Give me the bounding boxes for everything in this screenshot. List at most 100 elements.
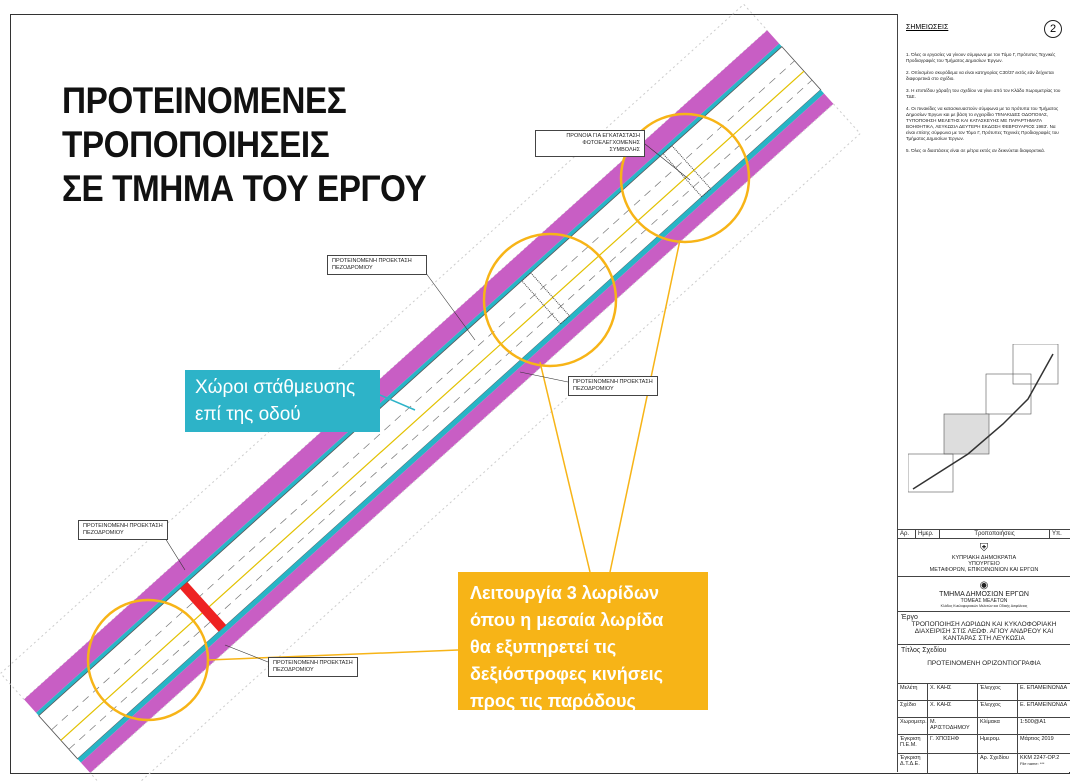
note: 2. Οπλισμένο σκυρόδεμα να είναι κατηγορί… (906, 70, 1054, 81)
ministry-block: ⛨ ΚΥΠΡΙΑΚΗ ΔΗΜΟΚΡΑΤΙΑ ΥΠΟΥΡΓΕΙΟ ΜΕΤΑΦΟΡΩ… (898, 539, 1070, 576)
leader-line (207, 649, 459, 661)
crossing (179, 581, 227, 632)
revision-header: Αρ. (898, 530, 916, 538)
cell: Ε. ΕΠΑΜΕΙΝΩΝΔΑ (1020, 685, 1068, 691)
key-map (908, 344, 1059, 493)
leader-line (539, 361, 591, 573)
cell: Μ. ΑΡΙΣΤΟΔΗΜΟΥ (928, 718, 978, 734)
sheet-number: 2 (1044, 20, 1062, 38)
cell (928, 754, 978, 774)
label-text: ΠΡΟΝΟΙΑ ΓΙΑ ΕΓΚΑΤΑΣΤΑΣΗ (566, 133, 640, 139)
department-logo-icon: ◉ (979, 580, 989, 591)
label-text: ΠΡΟΤΕΙΝΟΜΕΝΗ ΠΡΟΕΚΤΑΣΗ (573, 379, 653, 385)
file-name-label: File name: (1020, 761, 1039, 766)
lanes-callout: Λειτουργία 3 λωρίδων όπου η μεσαία λωρίδ… (458, 572, 708, 711)
centre-line (60, 70, 805, 741)
label-text: ΠΕΖΟΔΡΟΜΙΟΥ (83, 530, 124, 536)
note: 1. Όλες οι εργασίες να γίνουν σύμφωνα με… (906, 52, 1056, 63)
drawing-title-label: Τίτλος Σχεδίου (901, 647, 947, 654)
label-text: ΣΥΜΒΟΛΗΣ (609, 147, 640, 153)
department-text: Κλάδος Κυκλοφοριακών Μελετών και Οδικής … (940, 604, 1028, 608)
callout-text: Χώροι στάθμευσης (195, 377, 356, 398)
ministry-text: ΥΠΟΥΡΓΕΙΟ (968, 561, 1000, 567)
hatched-lots-bottom (89, 103, 861, 781)
callout-text: θα εξυπηρετεί τις (470, 637, 617, 657)
cell: Μελέτη (898, 684, 928, 700)
note: 3. Η επιπέδου χάραξη του σχεδίου να γίνε… (906, 88, 1061, 99)
signoff-row: Μελέτη Χ. ΚΑΗΣ Έλεγχος Ε. ΕΠΑΜΕΙΝΩΝΔΑ (898, 683, 1070, 700)
lane-line (51, 60, 795, 731)
cell: Έγκριση Π.Ε.Μ. (898, 735, 928, 753)
file-name: *** (1039, 761, 1045, 766)
label-leader (224, 644, 269, 663)
revision-header: Υπ. (1052, 531, 1062, 537)
parking-callout: Χώροι στάθμευσης επί της οδού (185, 370, 380, 432)
project-name: ΤΡΟΠΟΠΟΙΗΣΗ ΛΩΡΙΔΩΝ ΚΑΙ ΚΥΚΛΟΦΟΡΙΑΚΗ ΔΙΑ… (911, 621, 1057, 642)
label-text: ΦΩΤΟΕΛΕΓΧΟΜΕΝΗΣ (582, 140, 640, 146)
signoff-row: Σχέδιο Χ. ΚΑΗΣ Έλεγχος Ε. ΕΠΑΜΕΙΝΩΝΔΑ (898, 700, 1070, 717)
title-block: Αρ. Ημερ. Τροποποιήσεις Υπ. ⛨ ΚΥΠΡΙΑΚΗ Δ… (898, 529, 1070, 774)
cell: Μάρτιος 2019 (1020, 736, 1054, 742)
drawing-title: ΠΡΟΤΕΙΝΟΜΕΝΗ ΟΡΙΖΟΝΤΙΟΓΡΑΦΙΑ (927, 660, 1041, 667)
ministry-text: ΚΥΠΡΙΑΚΗ ΔΗΜΟΚΡΑΤΙΑ (951, 555, 1017, 561)
cycle-lane-bottom (77, 89, 825, 763)
label-text: ΠΕΖΟΔΡΟΜΙΟΥ (273, 667, 314, 673)
callout-text: προς τις παρόδους (470, 691, 636, 711)
sidewalk-label: ΠΡΟΤΕΙΝΟΜΕΝΗ ΠΡΟΕΚΤΑΣΗ ΠΕΖΟΔΡΟΜΙΟΥ (568, 376, 658, 396)
carriageway (38, 46, 822, 760)
note: 4. Οι πινακίδες να κατασκευαστούν σύμφων… (906, 106, 1059, 141)
sidewalk-top (24, 30, 780, 713)
sidewalk-label: ΠΡΟΤΕΙΝΟΜΕΝΗ ΠΡΟΕΚΤΑΣΗ ΠΕΖΟΔΡΟΜΙΟΥ (78, 520, 168, 540)
signal-label: ΠΡΟΝΟΙΑ ΓΙΑ ΕΓΚΑΤΑΣΤΑΣΗ ΦΩΤΟΕΛΕΓΧΟΜΕΝΗΣ … (535, 130, 645, 157)
callout-text: επί της οδού (195, 404, 301, 425)
callout-text: Λειτουργία 3 λωρίδων (470, 583, 660, 603)
cell: Αρ. Σχεδίου (978, 754, 1018, 774)
highlight-circle (619, 112, 751, 244)
cell: Κλίμακα (978, 718, 1018, 734)
note: 5. Όλες οι διαστάσεις είναι σε μέτρα εκτ… (906, 148, 1046, 153)
signoff-row: Έγκριση Π.Ε.Μ. Γ. ΧΠΟΣΗΦ Ημερομ. Μάρτιος… (898, 734, 1070, 753)
drawing-number-cell: ΚΚΜ 2247-OP.2 File name: *** (1018, 754, 1070, 774)
headline-line: ΣΕ ΤΜΗΜΑ ΤΟΥ ΕΡΓΟΥ (62, 168, 427, 209)
project-label: Έργο (901, 614, 918, 621)
leader-line (379, 394, 416, 411)
revision-header: Ημερ. (916, 530, 940, 538)
crossing (662, 144, 712, 198)
department-text: ΤΜΗΜΑ ΔΗΜΟΣΙΩΝ ΕΡΓΩΝ (939, 591, 1029, 598)
ministry-text: ΜΕΤΑΦΟΡΩΝ, ΕΠΙΚΟΙΝΩΝΙΩΝ ΚΑΙ ΕΡΓΩΝ (929, 567, 1039, 573)
headline-line: ΠΡΟΤΕΙΝΟΜΕΝΕΣ (62, 80, 347, 121)
label-text: ΠΡΟΤΕΙΝΟΜΕΝΗ ΠΡΟΕΚΤΑΣΗ (273, 660, 353, 666)
coat-of-arms-icon: ⛨ (979, 542, 989, 554)
leader-line (609, 239, 681, 573)
label-text: ΠΕΖΟΔΡΟΜΙΟΥ (332, 265, 373, 271)
label-text: ΠΡΟΤΕΙΝΟΜΕΝΗ ΠΡΟΕΚΤΑΣΗ (332, 258, 412, 264)
signoff-row: Έγκριση Δ.Τ.Δ.Ε. Αρ. Σχεδίου ΚΚΜ 2247-OP… (898, 753, 1070, 774)
sidewalk-bottom (80, 93, 834, 773)
label-text: ΠΕΖΟΔΡΟΜΙΟΥ (573, 386, 614, 392)
sidewalk-label: ΠΡΟΤΕΙΝΟΜΕΝΗ ΠΡΟΕΚΤΑΣΗ ΠΕΖΟΔΡΟΜΙΟΥ (268, 657, 358, 677)
revision-header: Τροποποιήσεις (940, 530, 1050, 538)
cell: Έλεγχος (978, 701, 1018, 717)
drawing-title-block: Τίτλος Σχεδίου ΠΡΟΤΕΙΝΟΜΕΝΗ ΟΡΙΖΟΝΤΙΟΓΡΑ… (898, 644, 1070, 683)
callout-text: δεξιόστροφες κινήσεις (470, 664, 663, 684)
title-panel: ΣΗΜΕΙΩΣΕΙΣ 2 1. Όλες οι εργασίες να γίνο… (897, 14, 1070, 774)
cycle-lane-top (36, 43, 782, 716)
project-block: Έργο ΤΡΟΠΟΠΟΙΗΣΗ ΛΩΡΙΔΩΝ ΚΑΙ ΚΥΚΛΟΦΟΡΙΑΚ… (898, 611, 1070, 644)
department-block: ◉ ΤΜΗΜΑ ΔΗΜΟΣΙΩΝ ΕΡΓΩΝ ΤΟΜΕΑΣ ΜΕΛΕΤΩΝ Κλ… (898, 576, 1070, 611)
cell: Έγκριση Δ.Τ.Δ.Ε. (898, 754, 928, 774)
label-text: ΠΡΟΤΕΙΝΟΜΕΝΗ ΠΡΟΕΚΤΑΣΗ (83, 523, 163, 529)
cell: 1:500@A1 (1020, 719, 1047, 725)
label-leader (419, 264, 476, 341)
headline-line: ΤΡΟΠΟΠΟΙΗΣΕΙΣ (62, 124, 330, 165)
callout-text: όπου η μεσαία λωρίδα (470, 610, 664, 630)
cell: Ημερομ. (978, 735, 1018, 753)
cell: Χ. ΚΑΗΣ (928, 684, 978, 700)
label-leader (639, 139, 691, 181)
signoff-row: Χωρομετρ. Μ. ΑΡΙΣΤΟΔΗΜΟΥ Κλίμακα 1:500@A… (898, 717, 1070, 734)
road-plan (0, 3, 861, 781)
department-text: ΤΟΜΕΑΣ ΜΕΛΕΤΩΝ (960, 598, 1008, 604)
cell: Έλεγχος (978, 684, 1018, 700)
notes-title: ΣΗΜΕΙΩΣΕΙΣ (906, 24, 949, 31)
cell: Χωρομετρ. (898, 718, 928, 734)
